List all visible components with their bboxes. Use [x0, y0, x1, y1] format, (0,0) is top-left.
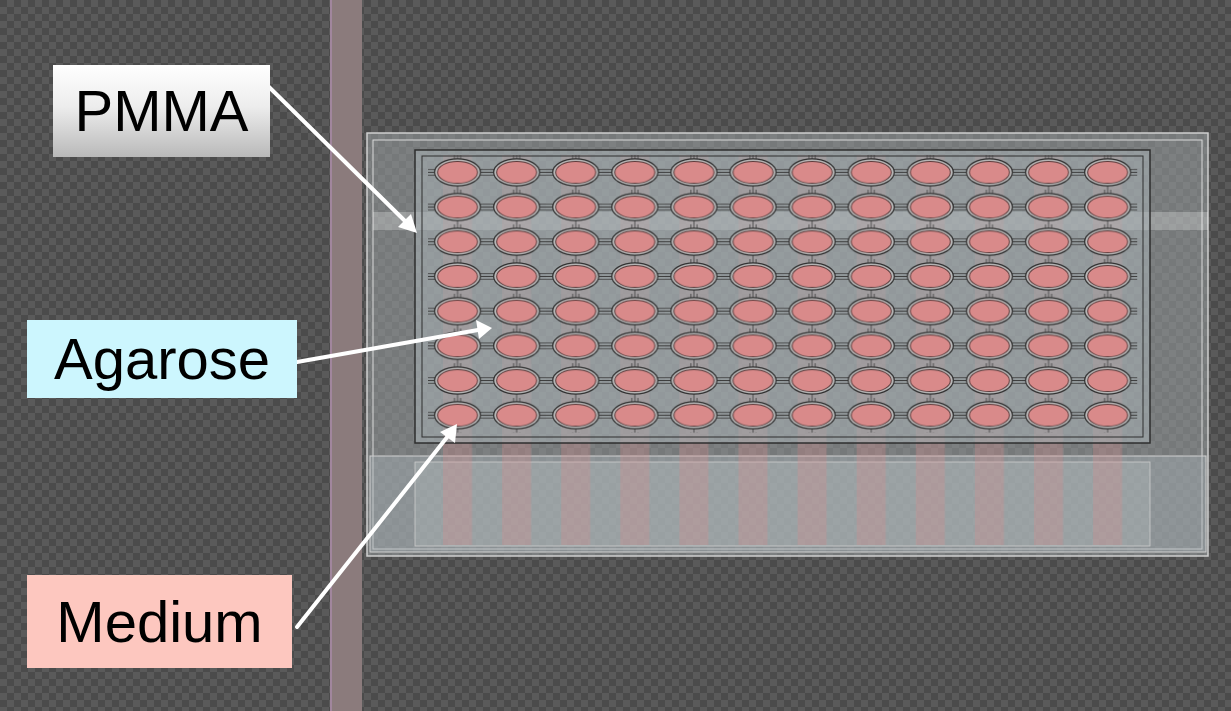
label-text: Medium: [56, 593, 262, 651]
material-label: Medium: [27, 575, 292, 668]
material-label: PMMA: [53, 65, 270, 157]
material-label: Agarose: [27, 320, 297, 398]
label-text: Agarose: [54, 330, 270, 388]
label-text: PMMA: [75, 82, 249, 140]
leader-arrows: [268, 86, 492, 627]
